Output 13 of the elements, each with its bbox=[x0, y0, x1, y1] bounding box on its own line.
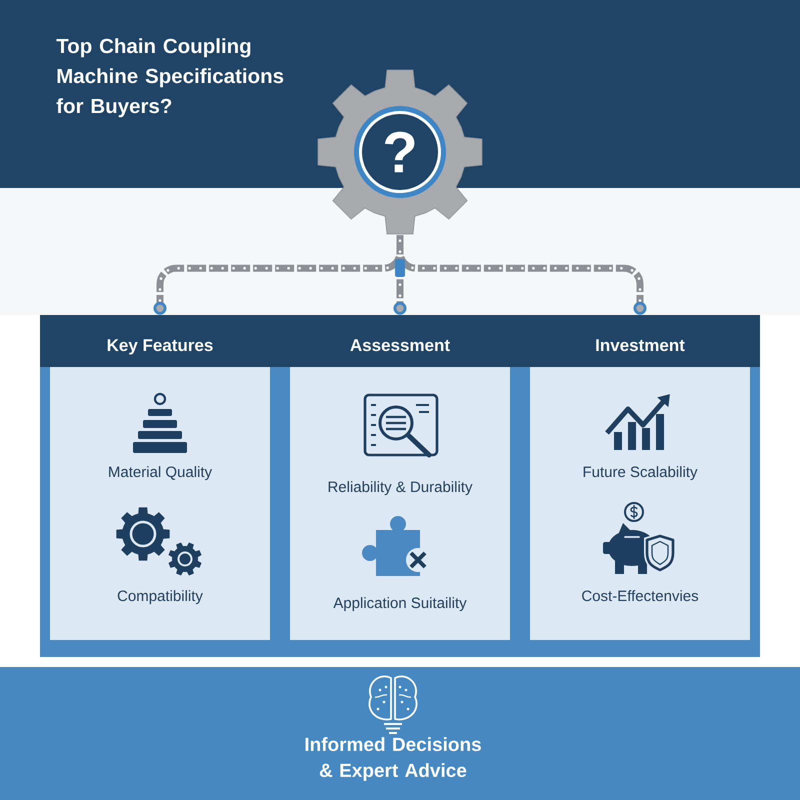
title: Top Chain Coupling Machine Specifications for Buyers? bbox=[56, 38, 284, 118]
chain bbox=[396, 234, 646, 315]
item-label: Reliability & Durability bbox=[328, 481, 472, 496]
column-heading: Key Features bbox=[40, 315, 280, 367]
item-label: Future Scalability bbox=[584, 466, 698, 480]
gear: ? bbox=[318, 70, 482, 234]
item-label: Material Quality bbox=[109, 466, 212, 480]
column-heading: Assessment bbox=[280, 315, 520, 367]
item-label: Compatibility bbox=[118, 590, 203, 604]
item-label: Cost-Effectenvies bbox=[582, 590, 698, 602]
item-label: Application Suitaility bbox=[333, 597, 467, 612]
column-heading: Investment bbox=[520, 315, 760, 367]
banner: Informed Decisions & Expert Advice bbox=[0, 667, 800, 800]
